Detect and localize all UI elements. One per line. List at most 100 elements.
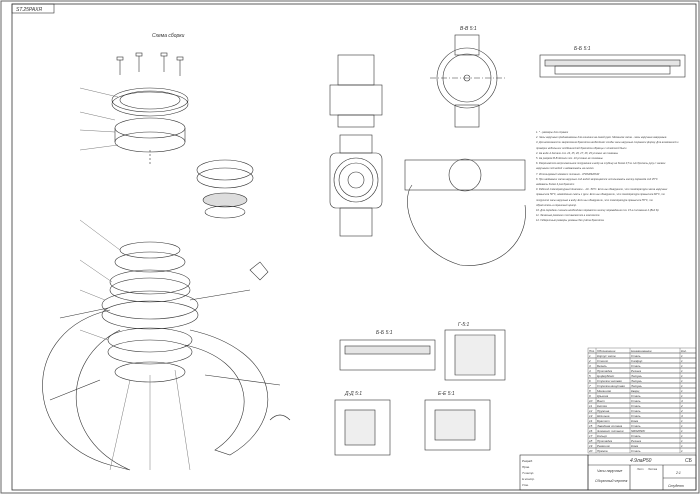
section-label-g: Г-5:1 [458,322,470,328]
spec-cell: 1 [681,384,683,388]
spec-cell: Сталь [631,409,641,413]
spec-cell: 1 [681,394,683,398]
spec-cell: 13 [589,414,593,418]
spec-cell: Пряжка [597,449,608,453]
note-line: погрузите часы наручные в воду. Если вы … [536,198,653,202]
section-label-dd: Д-Д 5:1 [344,391,362,397]
spec-cell: Крышка [597,394,609,398]
leader-lines [79,87,191,471]
section-label-ee: Е-Е 5:1 [438,391,455,397]
spec-cell: 11 [589,404,592,408]
technical-notes: 1. * - размеры для справок 2. Часы наручн… [536,130,696,224]
section-bb-middle [339,339,436,371]
spec-cell: 14 [589,419,593,423]
note-line: надевать более 4 раз браслет [536,183,575,187]
spec-cell: Пружина [597,409,610,413]
role-label: Пров. [522,465,530,469]
spec-cell: Корпус часов [597,354,616,358]
spec-cell: Безель [597,364,607,368]
roles-list: Разраб.Пров.Т.контр.Н.контр.Утв. [522,459,535,487]
role-label: Разраб. [522,459,533,463]
note-line: наручными под водой и надавливать на кно… [536,167,594,171]
spec-cell: 1 [681,424,683,428]
section-ee [424,399,491,451]
note-line: 2. Часы наручные предназначены для ношен… [536,136,668,140]
sheet-label: Лист [636,468,643,471]
spec-cell: Сталь [631,449,641,453]
spec-cell: Браслет [597,419,610,423]
scale: 2:1 [675,471,681,475]
bracelet-side-view [404,158,526,266]
spec-cell: 2 [680,404,683,408]
spec-cell: 2 [588,359,591,363]
note-line: 11. Запасные ремешки поставляются в комп… [536,214,601,218]
spec-cell: Сталь [631,404,641,408]
spec-cell: Винт [597,399,605,403]
drawing-name: Часы наручные [597,469,622,473]
spec-cell: 17 [589,434,593,438]
note-line: 12. Габаритные размеры указаны без учёта… [536,219,605,223]
spec-cell: 8 [589,389,591,393]
spec-cell: Поз. [589,349,595,353]
spec-cell: 1 [681,419,683,423]
section-label-bb2: Б-Б 5:1 [376,330,393,336]
spec-cell: Прокладка [597,439,612,443]
spec-cell: 1 [681,354,683,358]
spec-cell: 9 [589,394,591,398]
spec-row: 8 Механизм Кварц 1 [587,387,697,394]
spec-cell: 10 [589,399,593,403]
spec-cell: 1 [681,429,683,433]
note-line: 1. * - размеры для справок [536,131,569,134]
exploded-view [42,52,291,471]
note-line: обратитесь в сервисный центр. [536,203,577,207]
spec-cell: 1 [681,389,683,393]
spec-row: 2 Стекло Сапфир 1 [587,357,697,364]
spec-cell: Сталь [631,399,641,403]
spec-cell: 4 [589,369,591,373]
spec-cell: 20 [588,449,593,453]
drawing-type: Сборочный чертеж [595,479,628,483]
spec-cell: Сталь [631,424,641,428]
drawing-frame [11,3,697,491]
note-line: 3. Для возможности закрепления браслета … [536,141,679,145]
note-line: 9. Рабочий температурный диапазон - -10.… [536,188,668,192]
spec-cell: 1 [589,354,591,358]
section-label-bb: Б-Б 5:1 [574,46,591,52]
spec-cell: Кварц [631,389,640,393]
spec-cell: Заводная головка [597,424,622,428]
spec-cell: Элемент питания [597,429,624,433]
spec-cell: Стекло [597,359,608,363]
spec-cell: Стрелка часовая [597,379,622,383]
spec-cell: Механизм [597,389,611,393]
spec-cell: 12 [589,409,593,413]
spec-cell: Циферблат [597,374,615,378]
side-view [329,54,383,128]
spec-cell: Латунь [630,374,642,378]
note-line: 7. Используемый элемент питания - 370/SR… [536,172,600,176]
spec-cell: Кол. [681,349,687,353]
spec-cell: 4 [681,399,683,403]
spec-cell: Шпилька [597,414,610,418]
spec-cell: Сапфир [631,359,643,363]
spec-cell: 7 [589,384,591,388]
spec-cell: Сталь [631,434,641,438]
detail-g [444,329,506,381]
spec-cell: 15 [589,424,593,428]
designation: 4.9лаР50 [630,458,652,464]
spec-cell: Сталь [631,354,641,358]
spec-cell: Кнопка [597,404,607,408]
spec-cell: 1 [681,449,683,453]
spec-cell: Резина [631,439,641,443]
note-line: проверки небольших особенностей браслета… [536,146,627,150]
sheets-label: Листов [647,468,658,471]
spec-cell: Сталь [631,414,641,418]
spec-cell: 18 [589,439,593,443]
spec-cell: 3 [589,364,591,368]
spec-cell: Стрелка минутная [597,384,625,388]
spec-cell: Прокладка [597,369,612,373]
spec-row: 20 Пряжка Сталь 1 [587,447,697,454]
